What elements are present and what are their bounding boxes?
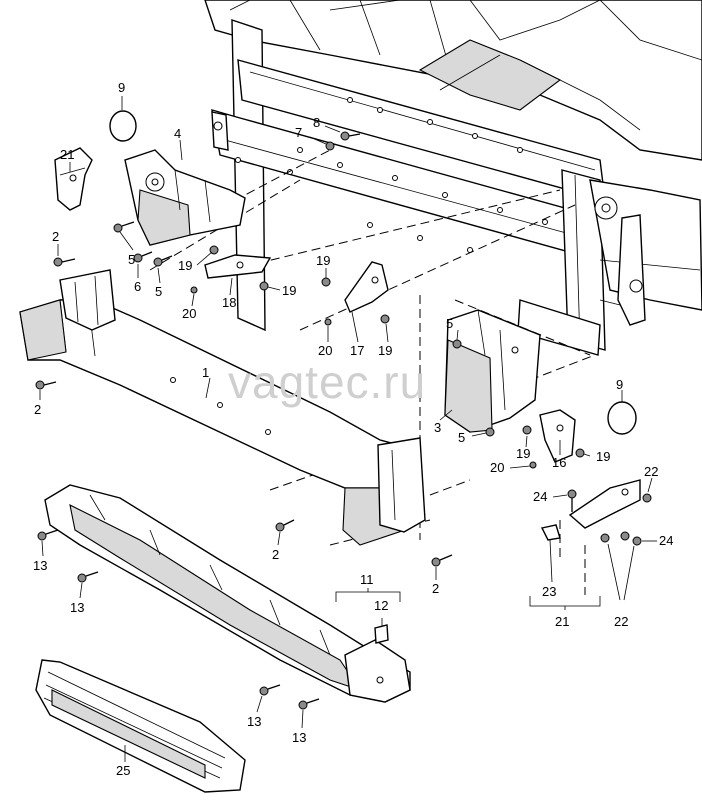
bolt-icon bbox=[321, 277, 331, 287]
callout-2: 2 bbox=[52, 229, 59, 244]
callout-13: 13 bbox=[247, 714, 261, 729]
bracket-part-16 bbox=[539, 409, 576, 463]
callout-5: 5 bbox=[446, 316, 453, 331]
callout-2: 2 bbox=[272, 547, 279, 562]
callout-13: 13 bbox=[70, 600, 84, 615]
bolt-icon bbox=[113, 221, 135, 233]
bolt-icon bbox=[153, 255, 173, 267]
callout-21: 21 bbox=[60, 147, 74, 162]
bolt-icon bbox=[37, 529, 59, 541]
callout-25: 25 bbox=[116, 763, 130, 778]
callout-7: 7 bbox=[295, 125, 302, 140]
bolt-icon bbox=[452, 339, 462, 349]
callout-22: 22 bbox=[614, 614, 628, 629]
callout-5: 5 bbox=[128, 252, 135, 267]
callout-20: 20 bbox=[490, 460, 504, 475]
crash-box-left bbox=[124, 149, 246, 246]
bolt-icon bbox=[642, 493, 652, 503]
plug-9-right bbox=[607, 401, 637, 435]
bumper-carrier bbox=[44, 484, 411, 703]
callout-24: 24 bbox=[533, 489, 547, 504]
callout-2: 2 bbox=[432, 581, 439, 596]
callout-21: 21 bbox=[555, 614, 569, 629]
callout-17: 17 bbox=[350, 343, 364, 358]
callout-22: 22 bbox=[644, 464, 658, 479]
bolt-icon bbox=[325, 141, 335, 151]
callout-19: 19 bbox=[378, 343, 392, 358]
clip-icon bbox=[529, 461, 537, 469]
callout-9: 9 bbox=[118, 80, 125, 95]
callout-19: 19 bbox=[178, 258, 192, 273]
clip-part-12 bbox=[374, 624, 389, 644]
bolt-icon bbox=[575, 448, 585, 458]
callout-19: 19 bbox=[316, 253, 330, 268]
callout-18: 18 bbox=[222, 295, 236, 310]
bolt-icon bbox=[522, 425, 532, 435]
callout-8: 8 bbox=[313, 115, 320, 130]
bolt-icon bbox=[298, 698, 320, 710]
bracket-part-17 bbox=[344, 261, 389, 313]
bolt-icon bbox=[620, 531, 630, 541]
bolt-icon bbox=[431, 554, 453, 567]
bolt-icon bbox=[275, 519, 295, 532]
grille-part-25 bbox=[35, 659, 246, 793]
beam-holes bbox=[235, 97, 548, 253]
bolt-icon bbox=[133, 251, 153, 263]
crash-box-right bbox=[444, 309, 541, 433]
bolt-icon bbox=[259, 281, 269, 291]
bolt-icon bbox=[340, 131, 361, 141]
callout-20: 20 bbox=[318, 343, 332, 358]
callout-1: 1 bbox=[202, 365, 209, 380]
callout-5: 5 bbox=[155, 284, 162, 299]
callout-13: 13 bbox=[33, 558, 47, 573]
callout-11: 11 bbox=[360, 572, 374, 587]
callout-23: 23 bbox=[542, 584, 556, 599]
bolt-icon bbox=[53, 257, 76, 267]
bolt-icon bbox=[600, 533, 610, 543]
body-frame bbox=[204, 0, 702, 356]
callout-12: 12 bbox=[374, 598, 388, 613]
callout-2: 2 bbox=[34, 402, 41, 417]
callout-5: 5 bbox=[458, 430, 465, 445]
callout-20: 20 bbox=[182, 306, 196, 321]
bracket-assembly-21 bbox=[540, 479, 641, 541]
watermark: vagtec.ru bbox=[228, 356, 426, 408]
callout-4: 4 bbox=[174, 126, 181, 141]
callout-9: 9 bbox=[616, 377, 623, 392]
callout-19: 19 bbox=[516, 446, 530, 461]
clip-icon bbox=[190, 286, 198, 294]
callout-19: 19 bbox=[596, 449, 610, 464]
callout-3: 3 bbox=[434, 420, 441, 435]
callout-6: 6 bbox=[134, 279, 141, 294]
clip-icon bbox=[324, 318, 332, 326]
callout-labels: 9 21 4 7 8 2 5 6 5 19 18 19 20 19 17 20 … bbox=[33, 80, 673, 778]
fasteners bbox=[35, 131, 652, 710]
bolt-icon bbox=[567, 489, 577, 512]
callout-13: 13 bbox=[292, 730, 306, 745]
bolt-icon bbox=[35, 380, 57, 390]
bolt-icon bbox=[77, 571, 99, 583]
plug-9-left bbox=[109, 110, 137, 142]
leader-lines bbox=[39, 96, 657, 762]
bolt-icon bbox=[259, 684, 281, 696]
bolt-icon bbox=[485, 427, 495, 437]
callout-16: 16 bbox=[552, 455, 566, 470]
callout-24: 24 bbox=[659, 533, 673, 548]
callout-19: 19 bbox=[282, 283, 296, 298]
bracket-part-21 bbox=[54, 147, 93, 211]
bracket-part-18 bbox=[204, 254, 272, 279]
bumper-beam bbox=[19, 269, 426, 546]
bolt-icon bbox=[632, 536, 642, 546]
bolt-icon bbox=[380, 314, 390, 324]
